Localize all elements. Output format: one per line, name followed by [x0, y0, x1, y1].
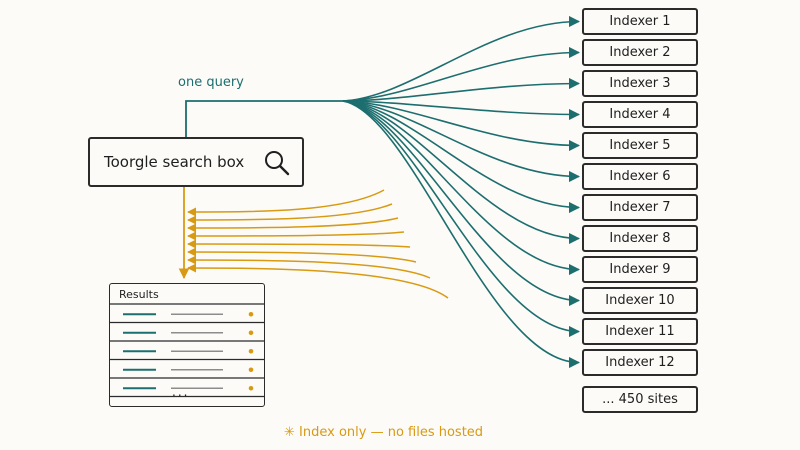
fanout-arrow-4 [342, 100, 581, 121]
fanout-arrow-9 [342, 100, 581, 276]
indexer-label: Indexer 4 [609, 107, 671, 122]
return-arrow-2 [187, 203, 393, 225]
return-arrow-7 [187, 255, 431, 279]
fanout-arrow-2 [342, 46, 581, 102]
fanout-arrow-12 [342, 100, 581, 369]
fanout-arrow-8 [342, 100, 581, 245]
indexer-box-5: Indexer 5 [582, 132, 698, 159]
more-sites-box: ... 450 sites [582, 386, 698, 413]
indexer-box-11: Indexer 11 [582, 318, 698, 345]
fanout-arrow-7 [342, 100, 581, 214]
return-arrow-6 [187, 247, 417, 263]
indexer-label: Indexer 2 [609, 45, 671, 60]
result-marker-dot [248, 385, 253, 391]
fanout-arrow-10 [342, 100, 581, 307]
return-arrow-4 [187, 231, 405, 241]
fanout-arrow-5 [342, 100, 581, 152]
indexer-box-12: Indexer 12 [582, 349, 698, 376]
fanout-arrow-6 [342, 100, 581, 183]
magnifier-icon [262, 148, 292, 178]
indexer-box-6: Indexer 6 [582, 163, 698, 190]
indexer-label: Indexer 10 [605, 293, 675, 308]
results-rows [109, 302, 264, 397]
indexer-label: Indexer 9 [609, 262, 671, 277]
indexer-label: Indexer 7 [609, 200, 671, 215]
indexer-box-8: Indexer 8 [582, 225, 698, 252]
results-panel: Results ... [109, 283, 265, 407]
result-marker-dot [248, 329, 253, 335]
more-sites-label: ... 450 sites [602, 392, 678, 407]
indexer-box-7: Indexer 7 [582, 194, 698, 221]
indexer-label: Indexer 6 [609, 169, 671, 184]
return-arrow-5 [187, 239, 411, 249]
query-label: one query [178, 75, 244, 90]
result-marker-dot [248, 366, 253, 372]
query-line [185, 100, 343, 137]
indexer-label: Indexer 1 [609, 14, 671, 29]
indexer-label: Indexer 12 [605, 355, 675, 370]
fanout-arrow-3 [342, 77, 581, 102]
results-ellipsis: ... [172, 385, 190, 399]
result-marker-dot [248, 348, 253, 354]
indexer-box-9: Indexer 9 [582, 256, 698, 283]
return-arrow-8 [187, 263, 449, 299]
search-box[interactable]: Toorgle search box [88, 137, 304, 187]
return-arrow-1 [187, 189, 385, 217]
indexer-box-1: Indexer 1 [582, 8, 698, 35]
indexer-label: Indexer 3 [609, 76, 671, 91]
indexer-box-3: Indexer 3 [582, 70, 698, 97]
result-marker-dot [248, 311, 253, 317]
indexer-label: Indexer 8 [609, 231, 671, 246]
footnote: ✳ Index only — no files hosted [284, 425, 484, 440]
fanout-arrow-11 [342, 100, 581, 338]
indexer-box-10: Indexer 10 [582, 287, 698, 314]
indexer-box-4: Indexer 4 [582, 101, 698, 128]
results-title: Results [119, 288, 159, 301]
indexer-box-2: Indexer 2 [582, 39, 698, 66]
indexer-label: Indexer 5 [609, 138, 671, 153]
fanout-arrow-1 [342, 15, 581, 102]
indexer-label: Indexer 11 [605, 324, 675, 339]
return-arrow-3 [187, 217, 399, 233]
search-box-label: Toorgle search box [104, 153, 245, 171]
